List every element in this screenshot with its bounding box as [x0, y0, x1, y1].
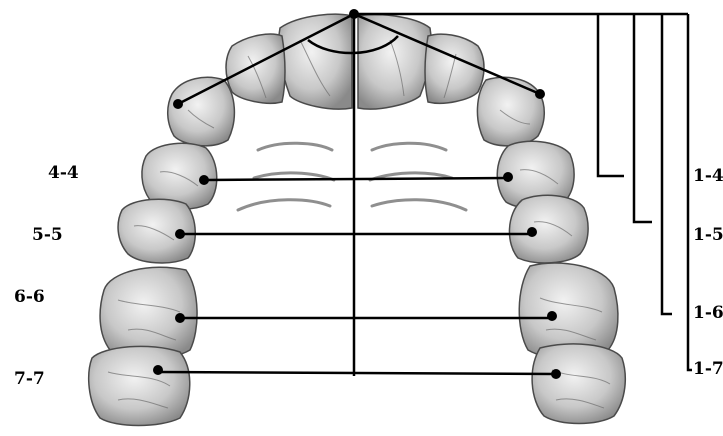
transverse-4-4	[206, 178, 508, 180]
tooth-lateral-incisor-right	[425, 34, 484, 103]
point-apex	[349, 9, 359, 19]
point-canine-left	[173, 99, 183, 109]
label-1-4: 1-4	[693, 166, 723, 186]
point-5-left	[175, 229, 185, 239]
label-1-6: 1-6	[693, 303, 723, 323]
tooth-second-molar-left	[89, 346, 190, 425]
point-4-right	[503, 172, 513, 182]
point-7-right	[551, 369, 561, 379]
point-5-right	[527, 227, 537, 237]
tooth-canine-left	[168, 77, 235, 145]
transverse-7-7	[160, 372, 556, 374]
label-6-6: 6-6	[14, 287, 45, 307]
point-4-left	[199, 175, 209, 185]
bracket-1-7	[688, 14, 692, 370]
tooth-first-molar-left	[100, 267, 197, 359]
tooth-central-incisor-right	[358, 15, 431, 110]
point-7-left	[153, 365, 163, 375]
point-canine-right	[535, 89, 545, 99]
point-6-right	[547, 311, 557, 321]
tooth-central-incisor-left	[279, 14, 352, 109]
teeth-arch	[89, 14, 626, 425]
label-1-7: 1-7	[693, 359, 723, 379]
palatal-rugae	[238, 143, 466, 210]
bracket-1-4	[598, 14, 624, 176]
label-7-7: 7-7	[14, 369, 45, 389]
label-1-5: 1-5	[693, 225, 723, 245]
bracket-1-6	[662, 14, 672, 314]
label-4-4: 4-4	[48, 163, 79, 183]
tooth-second-premolar-right	[509, 195, 588, 263]
label-5-5: 5-5	[32, 225, 63, 245]
tooth-canine-right	[477, 77, 544, 145]
tooth-second-molar-right	[532, 344, 625, 424]
bracket-1-5	[634, 14, 652, 222]
tooth-lateral-incisor-left	[226, 34, 285, 103]
point-6-left	[175, 313, 185, 323]
